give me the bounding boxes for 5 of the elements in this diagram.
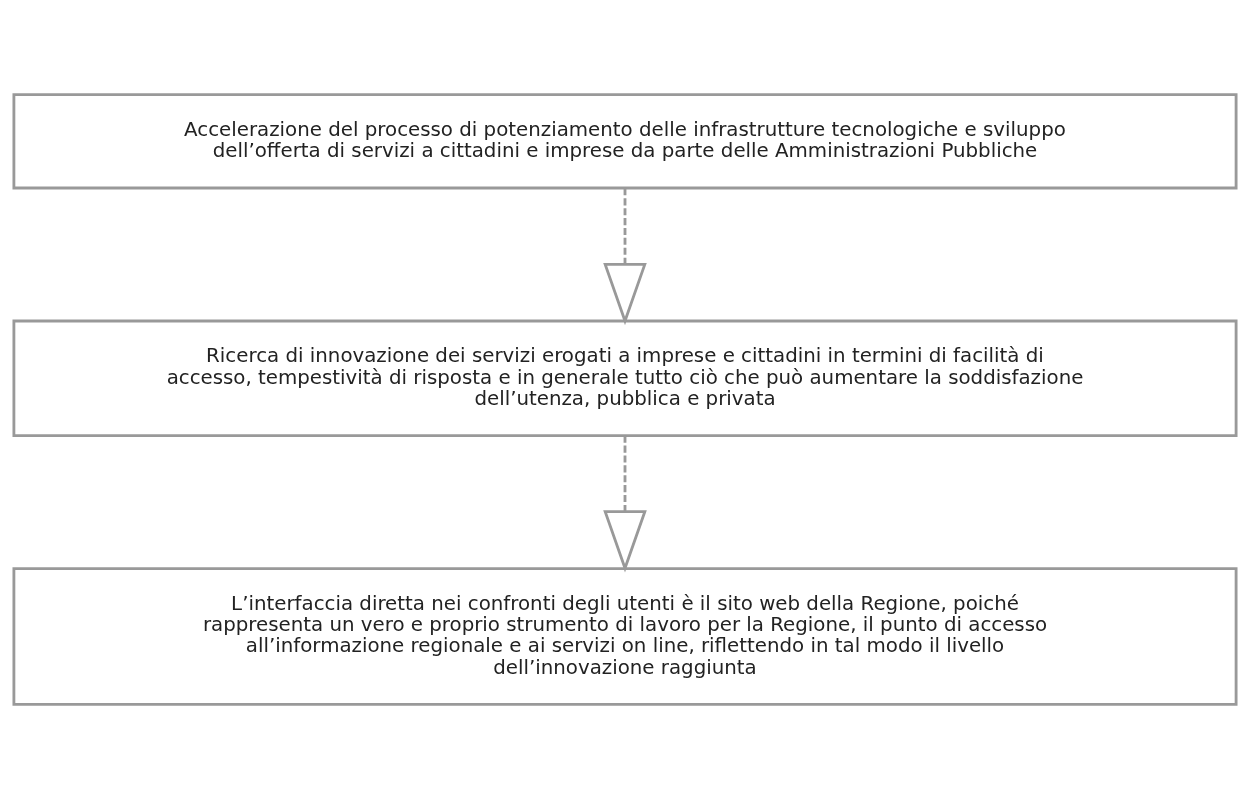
node-box: L’interfaccia diretta nei confronti degli utenti è il sito web della Regione, poiché rappresenta un vero e proprio strumento di lavoro per la Regione, il punto di accesso all’informazione regionale e ai servizi on line, riflettendo in tal modo il livello dell’innovazione raggiunta	[12, 566, 1238, 706]
arrow	[603, 435, 647, 573]
node-box: Accelerazione del processo di potenziamento delle infrastrutture tecnologiche e sviluppo dell’offerta di servizi a cittadini e imprese da parte delle Amministrazioni Pubbliche	[12, 92, 1238, 189]
node-box: Ricerca di innovazione dei servizi erogati a imprese e cittadini in termini di facilità di accesso, tempestività di risposta e in generale tutto ciò che può aumentare la soddisfazione dell’utenza, pubblica e privata	[12, 319, 1238, 437]
arrow	[603, 187, 647, 325]
